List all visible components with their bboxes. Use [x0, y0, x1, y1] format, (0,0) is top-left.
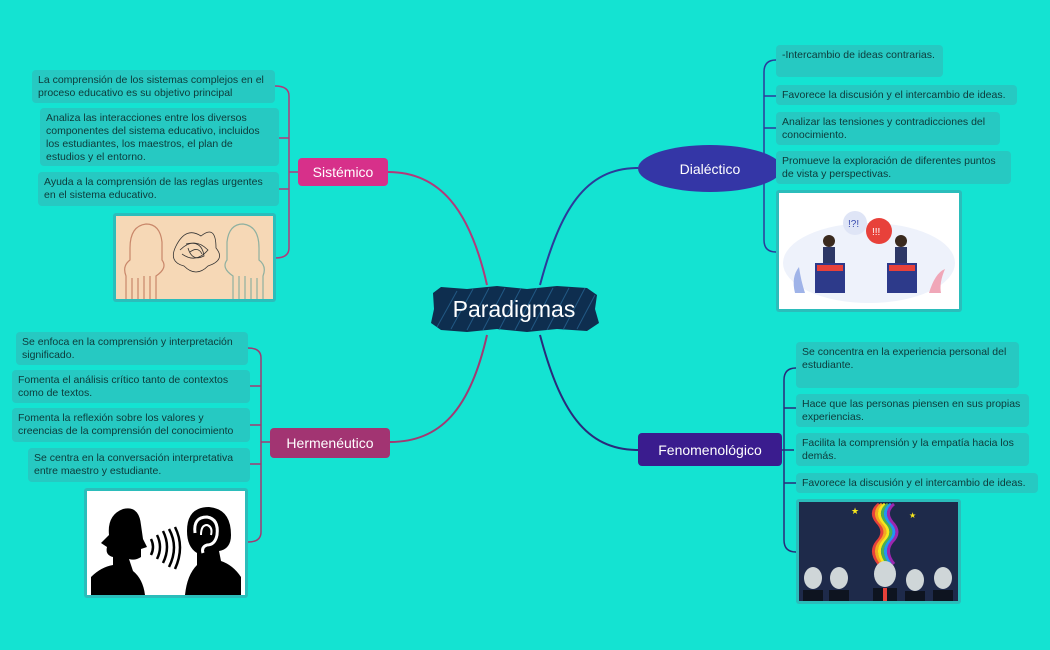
branch-sistemico[interactable]: Sistémico — [298, 158, 388, 186]
debate-illustration-icon: !?! !!! — [779, 193, 959, 309]
link-hermeneutico — [389, 334, 488, 443]
fenomenologico-image: ★ ★ — [796, 499, 961, 604]
branch-sistemico-label: Sistémico — [312, 164, 374, 180]
dialectico-image: !?! !!! — [776, 190, 962, 312]
fenomenologico-note-1[interactable]: Se concentra en la experiencia personal … — [796, 342, 1019, 388]
fenomenologico-note-2[interactable]: Hace que las personas piensen en sus pro… — [796, 394, 1029, 427]
svg-text:!!!: !!! — [872, 227, 880, 238]
branch-dialectico-label: Dialéctico — [679, 160, 741, 177]
rainbow-thought-crowd-icon: ★ ★ — [799, 502, 958, 601]
central-topic-label: Paradigmas — [452, 295, 576, 322]
speaker-listener-icon — [87, 491, 245, 595]
scribble-background — [431, 286, 599, 332]
branch-fenomenologico-label: Fenomenológico — [658, 441, 762, 458]
link-sistemico — [387, 171, 488, 286]
branch-hermeneutico[interactable]: Hermenéutico — [270, 428, 390, 458]
dialectico-note-2[interactable]: Favorece la discusión y el intercambio d… — [776, 85, 1017, 105]
sistemico-note-3[interactable]: Ayuda a la comprensión de las reglas urg… — [38, 172, 279, 206]
two-heads-illustration-icon — [116, 216, 273, 299]
branch-hermeneutico-label: Hermenéutico — [286, 435, 374, 451]
hermeneutico-note-4[interactable]: Se centra en la conversación interpretat… — [28, 448, 250, 482]
hermeneutico-note-1[interactable]: Se enfoca en la comprensión y interpreta… — [16, 332, 248, 365]
branch-dialectico[interactable]: Dialéctico — [638, 145, 782, 192]
link-dialectico — [539, 167, 639, 286]
hermeneutico-note-2[interactable]: Fomenta el análisis crítico tanto de con… — [12, 370, 250, 403]
dialectico-note-3[interactable]: Analizar las tensiones y contradicciones… — [776, 112, 1000, 145]
sistemico-note-1[interactable]: La comprensión de los sistemas complejos… — [32, 70, 275, 103]
hermeneutico-note-3[interactable]: Fomenta la reflexión sobre los valores y… — [12, 408, 250, 442]
fenomenologico-note-4[interactable]: Favorece la discusión y el intercambio d… — [796, 473, 1038, 493]
branch-fenomenologico[interactable]: Fenomenológico — [638, 433, 782, 466]
hermeneutico-image — [84, 488, 248, 598]
dialectico-note-4[interactable]: Promueve la exploración de diferentes pu… — [776, 151, 1011, 184]
sistemico-note-2[interactable]: Analiza las interacciones entre los dive… — [40, 108, 279, 166]
fenomenologico-note-3[interactable]: Facilita la comprensión y la empatía hac… — [796, 433, 1029, 466]
dialectico-note-1[interactable]: -Intercambio de ideas contrarias. — [776, 45, 943, 77]
sistemico-image — [113, 213, 276, 302]
svg-text:★: ★ — [851, 507, 859, 517]
central-topic[interactable]: Paradigmas — [427, 283, 601, 335]
svg-text:★: ★ — [909, 511, 916, 520]
link-fenomenologico — [539, 334, 639, 451]
svg-text:!?!: !?! — [848, 219, 859, 230]
